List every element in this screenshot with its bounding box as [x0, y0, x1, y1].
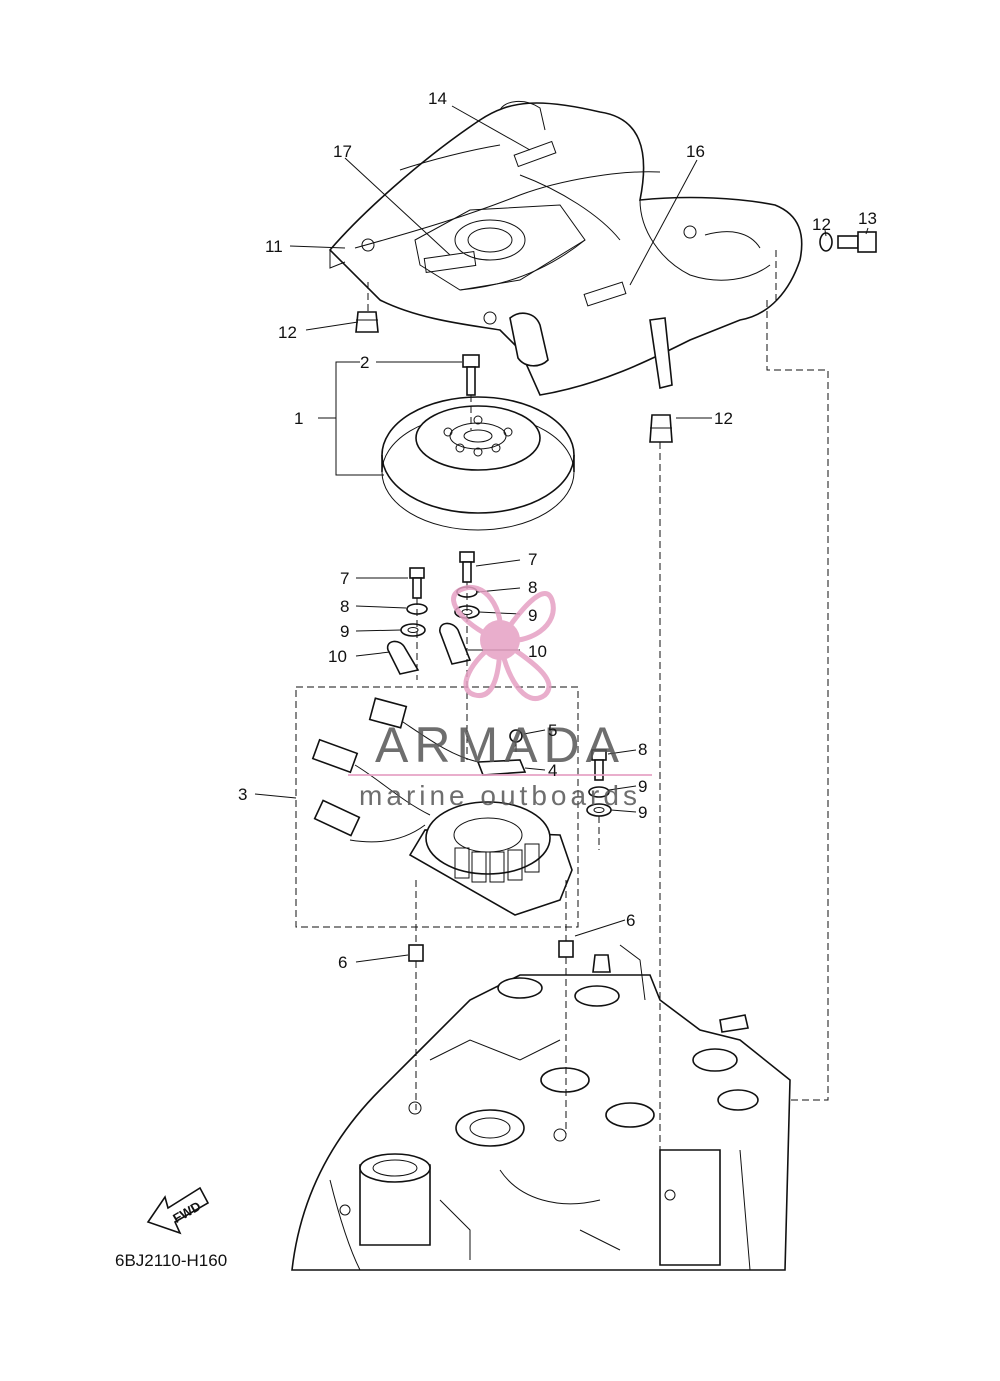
callout-10-left: 10 — [328, 647, 347, 666]
callout-9-left: 9 — [340, 622, 349, 641]
callout-16: 16 — [686, 142, 705, 161]
bolt-14 — [837, 231, 877, 253]
propeller-logo-icon — [451, 585, 556, 702]
callout-14: 13 — [858, 209, 877, 228]
washer-8-right — [588, 786, 610, 798]
callout-8-left: 8 — [340, 597, 349, 616]
callout-10-center: 10 — [528, 642, 547, 661]
watermark-brand: ARMADA — [375, 717, 625, 773]
fwd-arrow-icon: FWD — [146, 1186, 210, 1235]
callout-11: 11 — [265, 237, 283, 256]
flywheel-bolt — [462, 354, 480, 396]
callout-4: 4 — [548, 761, 557, 780]
stator-wire-harness — [311, 697, 479, 843]
dowel-6-right — [558, 940, 574, 958]
callout-7-left: 7 — [340, 569, 349, 588]
leader-lines — [254, 105, 869, 963]
callout-6-left: 6 — [338, 953, 347, 972]
callout-9-center: 9 — [528, 606, 537, 625]
callout-15: 14 — [428, 89, 447, 108]
clamp-10-left — [386, 640, 420, 675]
callout-labels: 14 17 16 11 12 13 12 2 1 12 7 7 8 8 9 9 … — [238, 89, 877, 972]
callout-1: 1 — [294, 409, 303, 428]
callout-5: 5 — [548, 721, 557, 740]
stator-assembly-box — [295, 686, 579, 928]
watermark-tagline: marine outboards — [359, 780, 641, 811]
flywheel-cover — [328, 101, 803, 396]
callout-17: 17 — [333, 142, 352, 161]
grommet-right — [649, 414, 673, 443]
bolt-7-left — [409, 567, 425, 599]
stator — [408, 801, 573, 916]
callout-13: 12 — [812, 215, 831, 234]
diagram-code: 6BJ2110-H160 — [115, 1251, 227, 1270]
flywheel — [381, 396, 575, 531]
grommet-left — [355, 311, 379, 333]
callout-7-right: 8 — [638, 740, 647, 759]
screw-5 — [509, 729, 523, 752]
armada-watermark: ARMADA marine outboards — [348, 585, 652, 811]
callout-7-center: 7 — [528, 550, 537, 569]
callout-3: 3 — [238, 785, 247, 804]
callout-9-right: 9 — [638, 803, 647, 822]
callout-2: 2 — [360, 353, 369, 372]
dowel-6-left — [408, 944, 424, 962]
callout-8-right: 9 — [638, 777, 647, 796]
bolt-7-center — [459, 551, 475, 583]
engine-block — [291, 944, 791, 1271]
bolt-7-right — [591, 749, 607, 781]
callout-12-right: 12 — [714, 409, 733, 428]
callout-8-center: 8 — [528, 578, 537, 597]
callout-6-right: 6 — [626, 911, 635, 930]
pulser-coil-bracket — [476, 759, 527, 776]
washer-9-left — [400, 623, 426, 637]
callout-12-left: 12 — [278, 323, 297, 342]
clamp-10-center — [439, 622, 472, 665]
